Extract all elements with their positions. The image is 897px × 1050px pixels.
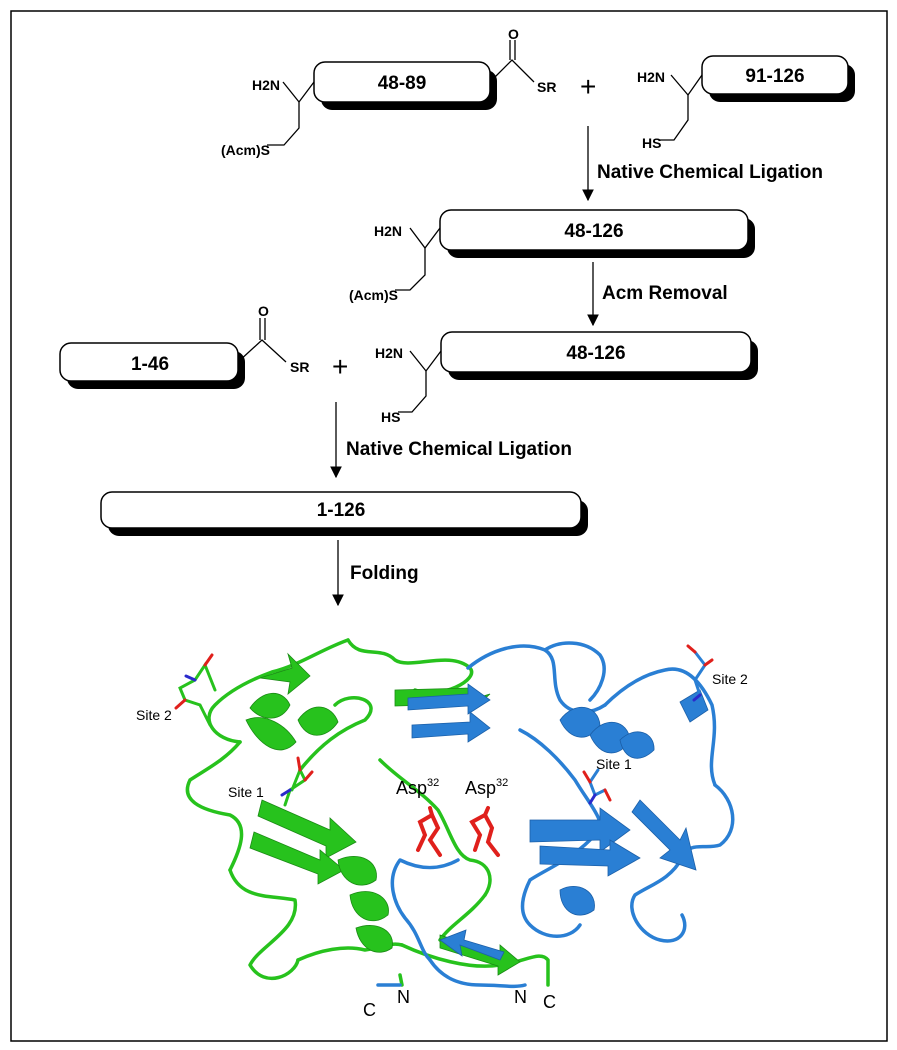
cys-acm-residue-1: [267, 81, 315, 146]
amine-label: H2N: [375, 345, 403, 361]
acm-thiol-label: (Acm)S: [349, 287, 398, 303]
cys-residue-4: [398, 350, 442, 413]
peptide-91-126: 91-126: [701, 55, 855, 102]
site1-left-sidechain: [280, 756, 314, 807]
figure-border: [10, 10, 888, 1042]
site1-right-sidechain: [582, 768, 612, 805]
peptide-label: 1-126: [317, 500, 366, 521]
amine-label: H2N: [252, 77, 280, 93]
protein-structure: Site 2 Site 2 Site 1 Site 1 Asp32 Asp32 …: [136, 638, 748, 1020]
peptide-1-46: 1-46: [59, 342, 245, 389]
c-terminus-left-label: C: [363, 1000, 376, 1020]
carbonyl-oxygen-label: O: [508, 26, 519, 42]
amine-label: H2N: [374, 223, 402, 239]
thioester-sr-label: SR: [290, 359, 309, 375]
cys-acm-residue-3: [395, 227, 441, 291]
peptide-label: 48-126: [566, 343, 625, 364]
thioester-1: [489, 40, 535, 83]
asp32-right-label: Asp32: [465, 777, 508, 798]
chain-a-ribbon: [185, 638, 550, 987]
plus-sign: +: [580, 71, 596, 102]
asp32-right-sidechain: [469, 806, 500, 857]
site2-right-sidechain: [686, 644, 714, 712]
peptide-label: 91-126: [745, 66, 804, 87]
c-terminus-right-label: C: [543, 992, 556, 1012]
site2-left-sidechain: [174, 653, 217, 727]
peptide-48-126: 48-126: [440, 331, 758, 380]
thioester-2: [237, 318, 287, 363]
peptide-48-126-acm: 48-126: [439, 209, 755, 258]
site1-left-label: Site 1: [228, 784, 264, 800]
thioester-sr-label: SR: [537, 79, 556, 95]
peptide-1-126: 1-126: [100, 491, 588, 536]
site1-right-label: Site 1: [596, 756, 632, 772]
acm-thiol-label: (Acm)S: [221, 142, 270, 158]
chain-b-secondary: [407, 683, 709, 961]
plus-sign: +: [332, 351, 348, 382]
site2-left-label: Site 2: [136, 707, 172, 723]
step-folding: Folding: [350, 563, 419, 584]
peptide-48-89: 48-89: [313, 61, 497, 110]
step-native-chemical-ligation-2: Native Chemical Ligation: [346, 439, 572, 460]
asp32-left-sidechain: [416, 806, 442, 857]
peptide-label: 48-89: [378, 73, 427, 94]
step-native-chemical-ligation-1: Native Chemical Ligation: [597, 162, 823, 183]
asp32-left-label: Asp32: [396, 777, 439, 798]
thiol-label: HS: [381, 409, 400, 425]
peptide-label: 1-46: [131, 354, 169, 375]
peptide-label: 48-126: [564, 221, 623, 242]
cys-residue-2: [660, 74, 703, 141]
site2-right-label: Site 2: [712, 671, 748, 687]
n-terminus-left-label: N: [397, 987, 410, 1007]
amine-label: H2N: [637, 69, 665, 85]
carbonyl-oxygen-label: O: [258, 303, 269, 319]
step-acm-removal: Acm Removal: [602, 283, 728, 304]
thiol-label: HS: [642, 135, 661, 151]
n-terminus-right-label: N: [514, 987, 527, 1007]
